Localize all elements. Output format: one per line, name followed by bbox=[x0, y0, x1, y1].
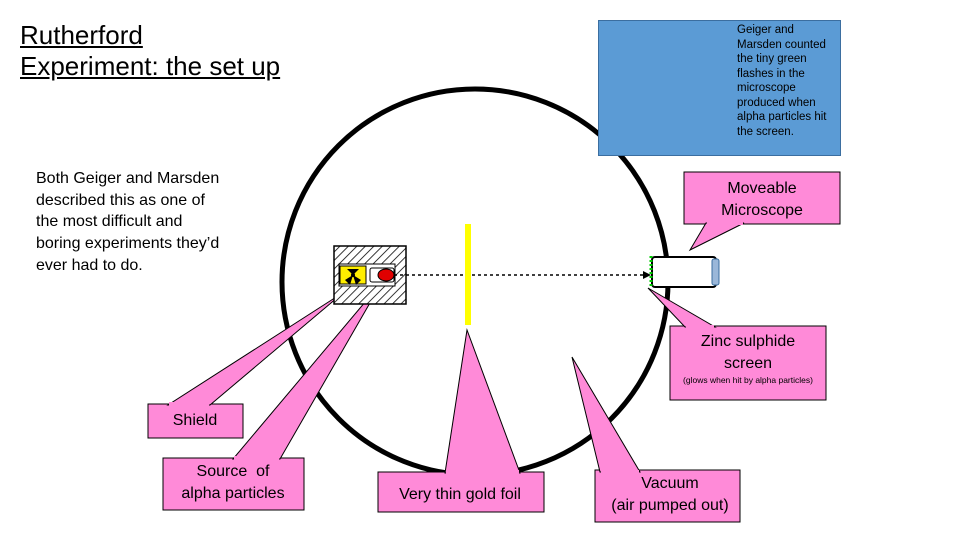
microscope-view-inset bbox=[598, 20, 841, 156]
microscope-label-line-2: Microscope bbox=[721, 201, 803, 219]
shield-label: Shield bbox=[172, 412, 218, 429]
page-title: Rutherford Experiment: the set up bbox=[20, 20, 340, 82]
inset-note: Geiger and Marsden counted the tiny gree… bbox=[737, 24, 827, 138]
zinc-screen-label-line-1: Zinc sulphide bbox=[700, 333, 796, 350]
zinc-screen-label-line-2: screen bbox=[723, 354, 773, 372]
title-line-1: Rutherford bbox=[20, 20, 143, 50]
beam-arrowhead-icon bbox=[643, 271, 651, 279]
gold-foil-label: Very thin gold foil bbox=[399, 486, 521, 503]
microscope-label-line-1: Moveable bbox=[727, 180, 797, 197]
vacuum-label: Vacuum (air pumped out) bbox=[597, 473, 743, 516]
vacuum-label-line-2: (air pumped out) bbox=[611, 496, 729, 514]
microscope-pointer bbox=[688, 222, 745, 252]
foil-pointer bbox=[444, 328, 521, 474]
zinc-screen-note: (glows when hit by alpha particles) bbox=[683, 375, 813, 385]
zinc-pointer bbox=[647, 287, 717, 328]
radiation-trefoil-icon bbox=[339, 265, 367, 285]
intro-text: Both Geiger and Marsden described this a… bbox=[36, 170, 220, 274]
microscope-tube[interactable] bbox=[651, 256, 720, 288]
gold-foil bbox=[465, 224, 471, 325]
vacuum-label-line-1: Vacuum bbox=[641, 475, 699, 492]
source-label: Source of alpha particles bbox=[163, 461, 303, 504]
zinc-screen-label: Zinc sulphide screen bbox=[670, 331, 826, 374]
microscope-label: Moveable Microscope bbox=[684, 178, 840, 221]
vacuum-pointer bbox=[571, 356, 641, 473]
source-label-line-2: alpha particles bbox=[181, 484, 285, 502]
source-label-line-1: Source of bbox=[196, 463, 270, 480]
source-pointer bbox=[231, 281, 383, 460]
title-line-2: Experiment: the set up bbox=[20, 51, 281, 81]
alpha-source bbox=[377, 268, 395, 282]
